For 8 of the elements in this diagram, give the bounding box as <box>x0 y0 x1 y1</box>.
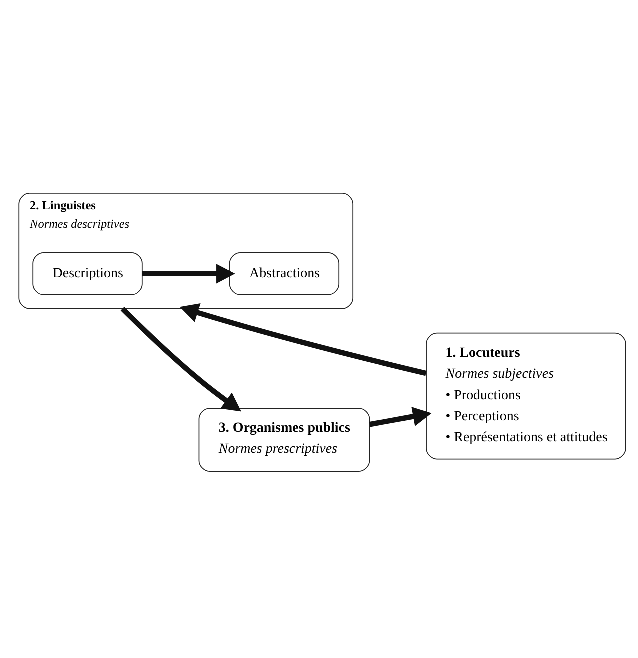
arrow <box>180 303 427 376</box>
arrow <box>120 307 242 412</box>
node-box: 3. Organismes publics Normes prescriptives <box>198 408 370 472</box>
arrow <box>142 264 236 284</box>
arrow <box>369 407 432 428</box>
node-box: 1. Locuteurs Normes subjectives • Productions • Perceptions • Représentations et attitudes <box>426 332 626 460</box>
node-box: Abstractions <box>229 252 340 296</box>
node-box: Descriptions <box>32 252 143 296</box>
